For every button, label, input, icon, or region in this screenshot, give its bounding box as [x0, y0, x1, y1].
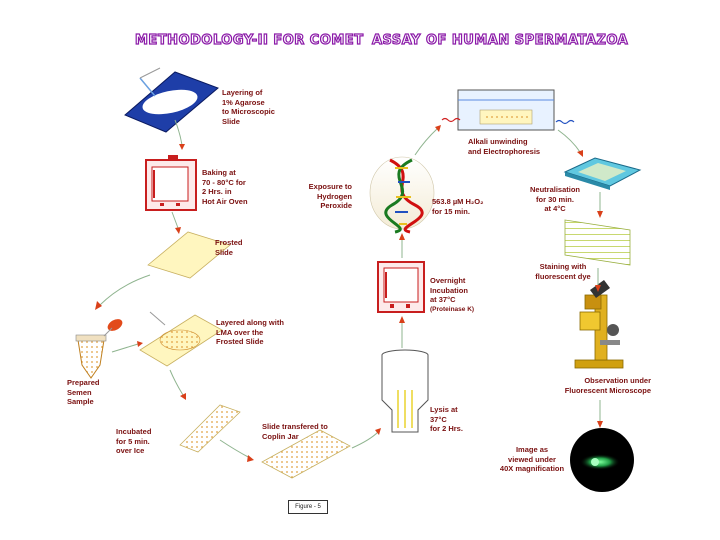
comet-image	[570, 428, 634, 492]
hot-air-oven	[145, 155, 197, 211]
neutralisation-tray	[563, 157, 642, 190]
flow-arrow	[219, 439, 254, 462]
label-overnight: Overnight Incubation at 37°C	[430, 276, 468, 304]
label-baking: Baking at 70 - 80°C for 2 Hrs. in Hot Ai…	[202, 168, 248, 206]
flow-arrow	[595, 268, 601, 292]
label-image-40x: Image as viewed under 40X magnification	[499, 445, 565, 473]
label-observation: Observation under Fluorescent Microscope	[564, 376, 651, 395]
figure-label: Figure - 5	[288, 500, 328, 514]
flow-arrow	[174, 119, 185, 150]
label-h2o2-dose: 563.8 µM H₂O₂ for 15 min.	[432, 197, 484, 216]
flow-arrow	[351, 428, 381, 449]
label-lysis: Lysis at 37°C for 2 Hrs.	[430, 405, 463, 433]
label-prepared-semen: Prepared Semen Sample	[67, 378, 100, 406]
flow-arrow	[557, 129, 583, 157]
title-part2: ASSAY OF HUMAN SPERMATAZOA	[371, 32, 629, 48]
flow-arrow	[171, 211, 181, 234]
label-incubated: Incubated for 5 min. over Ice	[116, 427, 152, 455]
label-layering: Layering of 1% Agarose to Microscopic Sl…	[222, 88, 275, 126]
label-proteinase: (Proteinase K)	[430, 306, 475, 313]
electrophoresis-tank	[441, 89, 575, 131]
coplin-slide	[261, 429, 351, 479]
flow-arrow	[597, 191, 603, 218]
lysis-beaker	[381, 349, 429, 433]
flow-arrow	[169, 369, 186, 400]
fluorescent-microscope	[574, 280, 624, 369]
label-frosted-slide: Frosted Slide	[215, 238, 243, 257]
label-neutralisation: Neutralisation for 30 min. at 4°C	[529, 185, 580, 213]
dna-helix	[369, 156, 435, 234]
frosted-slide	[147, 231, 231, 279]
stained-slide	[564, 219, 631, 266]
label-coplin-jar: Slide transfered to Coplin Jar	[262, 422, 328, 441]
flow-arrows	[95, 119, 603, 462]
flow-arrow	[399, 316, 405, 348]
flow-arrow	[111, 341, 143, 353]
label-alkali: Alkali unwinding and Electrophoresis	[468, 137, 541, 156]
semen-sample-tube	[75, 319, 123, 379]
flow-arrow	[95, 274, 151, 310]
title-part1: METHODOLOGY-II FOR COMET	[134, 32, 364, 48]
flow-arrow	[399, 233, 405, 258]
flow-arrow	[414, 125, 441, 156]
label-staining: Staining with fluorescent dye	[535, 262, 591, 281]
incubator	[377, 261, 425, 313]
label-exposure: Exposure to Hydrogen Peroxide	[308, 182, 352, 210]
incubated-slide	[179, 404, 241, 453]
lma-slide	[139, 311, 223, 367]
label-layered-lma: Layered along with LMA over the Frosted …	[216, 318, 284, 346]
flow-arrow	[597, 399, 603, 428]
agarose-slide	[124, 67, 219, 133]
